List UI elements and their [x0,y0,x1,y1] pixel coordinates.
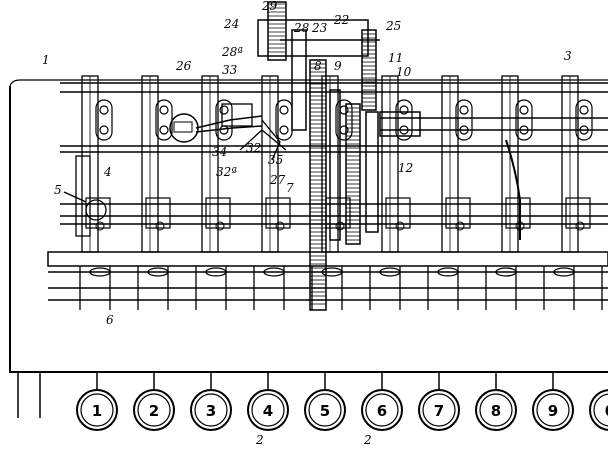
key-label: 9 [548,402,558,420]
label-7: 7 [286,181,294,195]
key-label: 6 [377,402,387,420]
label-32: 32 [246,141,261,155]
key-label: 7 [434,402,444,420]
label-4: 4 [103,165,112,179]
key-label: 0 [605,402,608,420]
key-label: 5 [320,402,330,420]
key-label: 2 [149,402,159,420]
key-lever [427,266,459,310]
label-26: 26 [175,59,192,73]
key-levers [79,266,603,310]
key-lever [253,266,285,310]
label-33: 33 [222,63,238,77]
key-1[interactable]: 1 [76,372,118,431]
key-lever [137,266,169,310]
key-0[interactable]: 0 [589,372,608,431]
label-8: 8 [314,59,322,73]
key-5[interactable]: 5 [304,372,346,431]
linkage [221,103,521,240]
key-7[interactable]: 7 [418,372,460,431]
plate [201,75,233,253]
key-lever [485,266,517,310]
key-label: 8 [491,402,501,420]
label-28a: 28ª [221,45,243,59]
label-34: 34 [212,145,227,159]
key-lever [543,266,575,310]
label-10: 10 [396,65,412,79]
key-2[interactable]: 2 [133,372,175,431]
key-6[interactable]: 6 [361,372,403,431]
key-lever-rail [47,251,608,301]
key-8[interactable]: 8 [475,372,517,431]
reference-labels: 1 2 2 3 4 5 6 7 8 9 10 11 12 22 23 24 25… [42,0,572,447]
label-5: 5 [54,183,62,197]
label-2a: 2 [255,433,264,447]
frame-bars [60,82,608,225]
label-22: 22 [333,13,349,27]
label-12: 12 [398,161,413,175]
label-28: 28 [293,21,310,35]
label-9: 9 [334,59,342,73]
label-24: 24 [223,17,239,31]
side-linkage [63,155,107,237]
label-6: 6 [106,313,114,327]
key-9[interactable]: 9 [532,372,574,431]
plate [141,75,173,253]
plate [81,75,113,253]
label-3: 3 [564,49,572,63]
disk-26 [169,113,263,143]
key-label: 1 [92,402,102,420]
label-1: 1 [42,53,50,67]
key-3[interactable]: 3 [190,372,232,431]
label-25: 25 [385,19,401,33]
label-11: 11 [388,51,403,65]
vertical-plates [81,75,593,253]
number-keys: 1 2 3 4 5 6 7 8 9 0 [76,372,608,431]
gear-teeth [268,3,376,305]
label-27: 27 [269,173,286,187]
key-lever [369,266,401,310]
label-32a: 32ª [216,165,237,179]
label-23: 23 [311,21,328,35]
machine-casing [9,79,608,418]
main-shaft [379,111,608,137]
key-label: 4 [263,402,273,420]
key-lever [79,266,111,310]
plate [441,75,473,253]
label-35: 35 [268,153,283,167]
key-lever [195,266,227,310]
plate [561,75,593,253]
key-label: 3 [206,402,216,420]
label-2b: 2 [363,433,372,447]
plate [501,75,533,253]
key-lever [601,266,603,310]
label-29: 29 [261,0,278,13]
key-4[interactable]: 4 [247,372,289,431]
